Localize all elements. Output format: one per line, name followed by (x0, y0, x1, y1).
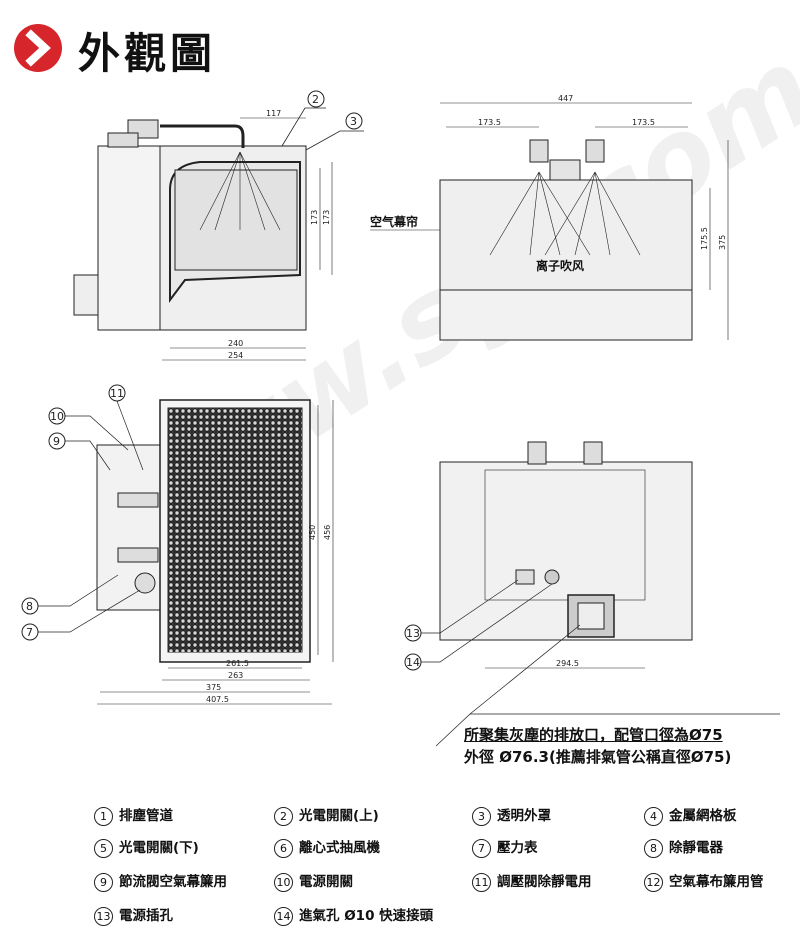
svg-text:11: 11 (110, 387, 124, 400)
bottom-view: 294.5 13 14 (404, 441, 780, 747)
svg-text:263: 263 (228, 671, 243, 680)
svg-text:240: 240 (228, 339, 243, 348)
svg-text:261.5: 261.5 (226, 659, 249, 668)
note-line-2: 外徑 Ø76.3(推薦排氣管公稱直徑Ø75) (464, 748, 732, 766)
svg-text:13: 13 (406, 627, 420, 640)
svg-text:10: 10 (50, 410, 64, 423)
svg-text:294.5: 294.5 (556, 659, 579, 668)
side-view: 117 173 173 240 254 2 3 (73, 90, 364, 361)
svg-text:456: 456 (323, 525, 332, 540)
svg-text:8: 8 (26, 600, 33, 613)
svg-text:117: 117 (266, 109, 281, 118)
svg-text:173.5: 173.5 (478, 118, 501, 127)
svg-text:173: 173 (310, 210, 319, 225)
svg-text:7: 7 (26, 626, 33, 639)
svg-text:254: 254 (228, 351, 243, 360)
svg-text:450: 450 (308, 525, 317, 540)
front-view: 447 173.5 173.5 175.5 375 空气幕帘 离子吹风 (370, 94, 729, 341)
svg-text:375: 375 (718, 235, 727, 250)
svg-text:空气幕帘: 空气幕帘 (370, 214, 418, 229)
svg-text:447: 447 (558, 94, 573, 103)
svg-text:2: 2 (312, 93, 319, 106)
svg-text:9: 9 (53, 435, 60, 448)
note-line-1: 所聚集灰塵的排放口，配管口徑為Ø75 (464, 726, 723, 744)
svg-text:3: 3 (350, 115, 357, 128)
svg-text:14: 14 (406, 656, 420, 669)
svg-text:离子吹风: 离子吹风 (536, 258, 584, 273)
svg-text:375: 375 (206, 683, 221, 692)
page-title: 外觀圖 (78, 29, 217, 78)
exhaust-note: 所聚集灰塵的排放口，配管口徑為Ø75 外徑 Ø76.3(推薦排氣管公稱直徑Ø75… (464, 724, 731, 768)
svg-text:173: 173 (322, 210, 331, 225)
chevron-right-icon (14, 24, 62, 72)
svg-text:173.5: 173.5 (632, 118, 655, 127)
svg-text:175.5: 175.5 (700, 227, 709, 250)
svg-text:407.5: 407.5 (206, 695, 229, 704)
rear-view: 450 456 261.5 263 375 407.5 11 10 9 8 7 (21, 384, 334, 705)
